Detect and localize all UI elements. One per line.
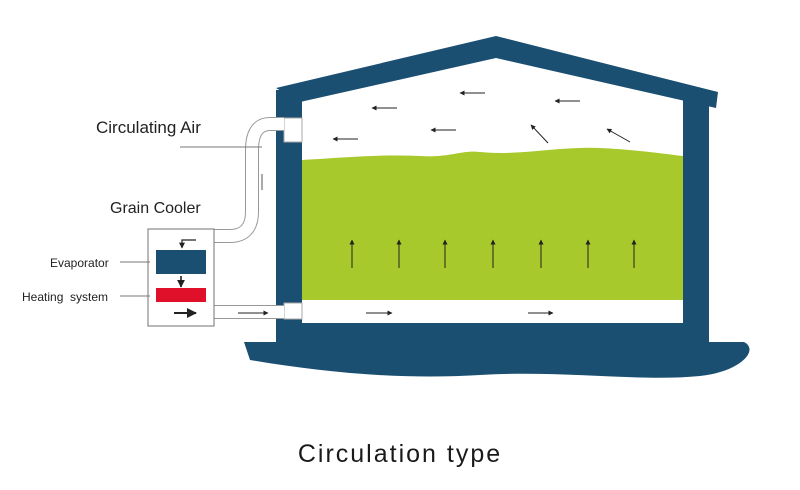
heating-system-label: Heating system — [22, 290, 109, 304]
lower-vent — [283, 302, 303, 320]
grain — [302, 147, 683, 300]
circulating-air-label: Circulating Air — [96, 118, 201, 137]
right-wall — [683, 90, 709, 343]
grain-cooler-label: Grain Cooler — [110, 200, 201, 217]
headspace-arrow-7 — [606, 128, 631, 143]
evaporator-block — [156, 250, 206, 274]
cooler-inlet-arrow — [179, 239, 196, 249]
roof — [276, 36, 718, 108]
heating-block — [156, 288, 206, 302]
evaporator-label: Evaporator — [50, 256, 109, 270]
headspace-arrow-6 — [530, 124, 549, 144]
upper-vent — [283, 117, 303, 143]
ground — [244, 342, 750, 378]
floor-strip — [302, 323, 683, 343]
diagram-caption: Circulation type — [297, 440, 503, 468]
